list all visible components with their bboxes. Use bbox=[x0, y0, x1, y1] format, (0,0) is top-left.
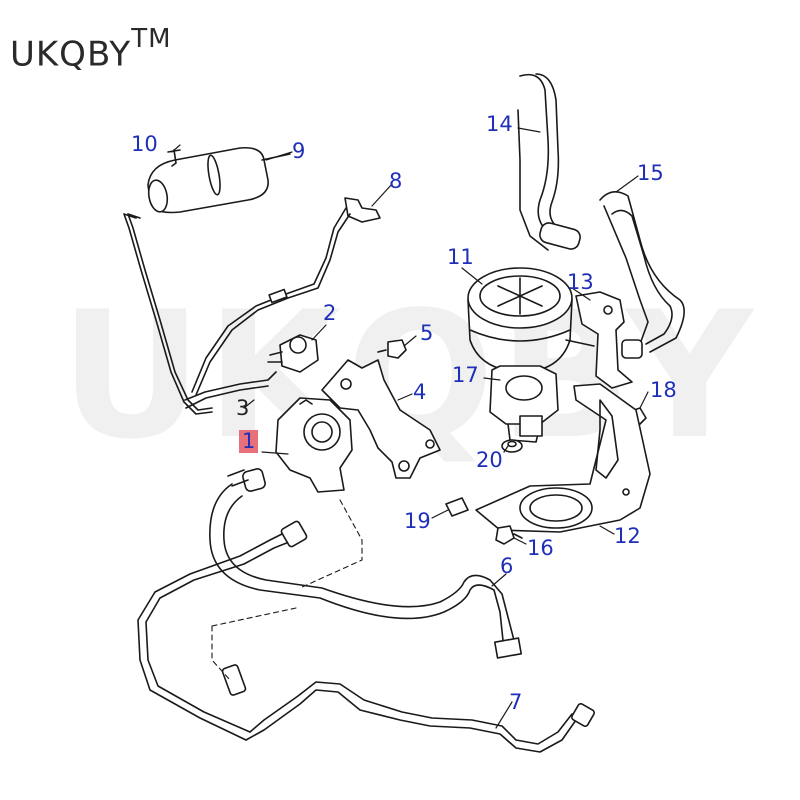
callout-20: 20 bbox=[476, 448, 503, 472]
callout-18: 18 bbox=[650, 378, 677, 402]
callout-2: 2 bbox=[323, 301, 337, 325]
brand-logo: UKQBYTM bbox=[10, 24, 172, 75]
callout-9: 9 bbox=[292, 139, 306, 163]
callout-1: 1 bbox=[239, 430, 259, 453]
part-8-sensor bbox=[191, 197, 381, 396]
part-20-nut bbox=[501, 439, 523, 453]
part-3-hose bbox=[123, 213, 277, 415]
callout-15: 15 bbox=[637, 161, 664, 185]
callout-3: 3 bbox=[236, 396, 250, 420]
part-11-pump bbox=[467, 267, 573, 373]
part-9-canister bbox=[147, 146, 291, 214]
part-4-bracket bbox=[321, 359, 441, 479]
callout-19: 19 bbox=[404, 509, 431, 533]
part-14-hose bbox=[517, 73, 581, 251]
trademark-mark: TM bbox=[131, 24, 172, 54]
callout-5: 5 bbox=[420, 321, 434, 345]
part-12-bracket bbox=[475, 383, 651, 533]
callout-4: 4 bbox=[413, 380, 427, 404]
part-17-motor bbox=[489, 365, 559, 443]
callout-13: 13 bbox=[567, 270, 594, 294]
part-7-tube bbox=[137, 520, 595, 753]
brand-name: UKQBY bbox=[10, 34, 132, 75]
leader-lines bbox=[171, 127, 649, 729]
callout-17: 17 bbox=[452, 363, 479, 387]
part-6-hose bbox=[209, 483, 523, 659]
part-5-bolt bbox=[377, 339, 407, 359]
callout-6: 6 bbox=[500, 554, 514, 578]
part-13-bracket bbox=[565, 291, 643, 389]
callout-11: 11 bbox=[447, 245, 474, 269]
callout-8: 8 bbox=[389, 169, 403, 193]
dashed-guides bbox=[211, 499, 363, 681]
part-19-clip bbox=[445, 497, 469, 517]
part-2-valve bbox=[267, 334, 319, 373]
part-15-hose bbox=[599, 191, 685, 353]
callout-7: 7 bbox=[509, 690, 523, 714]
part-16-bolt bbox=[495, 525, 523, 545]
callout-14: 14 bbox=[486, 112, 513, 136]
part-1-pump bbox=[227, 397, 353, 493]
callout-16: 16 bbox=[527, 536, 554, 560]
callout-10: 10 bbox=[131, 132, 158, 156]
callout-12: 12 bbox=[614, 524, 641, 548]
